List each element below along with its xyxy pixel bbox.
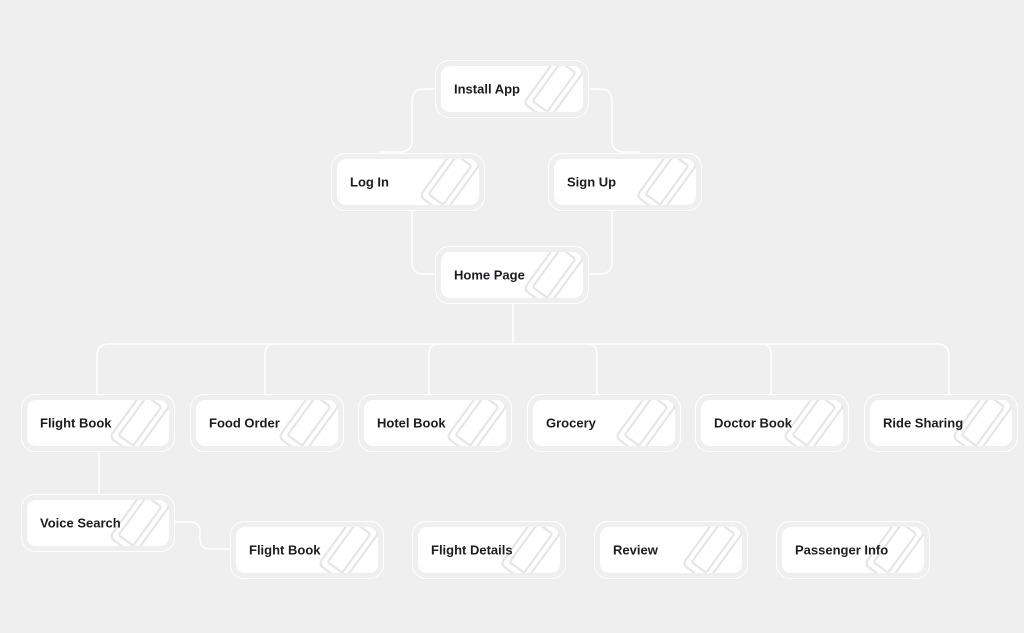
node-label: Flight Details: [431, 542, 513, 558]
node-grocery[interactable]: Grocery: [527, 394, 681, 452]
node-flight-details[interactable]: Flight Details: [412, 521, 566, 579]
node-body: Flight Details: [418, 527, 560, 573]
phone-outline-icon: [420, 159, 479, 205]
node-passenger-info[interactable]: Passenger Info: [776, 521, 930, 579]
node-label: Flight Book: [40, 415, 112, 431]
node-body: Hotel Book: [364, 400, 506, 446]
phone-outline-icon: [524, 66, 583, 112]
node-body: Flight Book: [236, 527, 378, 573]
phone-outline-icon: [501, 527, 560, 573]
node-body: Install App: [441, 66, 583, 112]
node-hotel-book[interactable]: Hotel Book: [358, 394, 512, 452]
phone-outline-icon: [447, 400, 506, 446]
phone-outline-icon: [683, 527, 742, 573]
connector-to-grocery: [586, 343, 598, 394]
node-body: Ride Sharing: [870, 400, 1012, 446]
node-label: Home Page: [454, 267, 525, 283]
node-ride-sharing[interactable]: Ride Sharing: [864, 394, 1018, 452]
node-review[interactable]: Review: [594, 521, 748, 579]
phone-outline-icon: [953, 400, 1012, 446]
node-body: Home Page: [441, 252, 583, 298]
connector-login-home: [411, 210, 436, 275]
node-home-page[interactable]: Home Page: [435, 246, 589, 304]
node-label: Flight Book: [249, 542, 321, 558]
phone-outline-icon: [784, 400, 843, 446]
connector-to-doctor-book: [760, 343, 772, 394]
phone-outline-icon: [524, 252, 583, 298]
phone-outline-icon: [279, 400, 338, 446]
node-body: Review: [600, 527, 742, 573]
connector-row-bus: [96, 343, 950, 394]
phone-outline-icon: [110, 400, 169, 446]
phone-outline-icon: [110, 500, 169, 546]
node-body: Grocery: [533, 400, 675, 446]
phone-outline-icon: [865, 527, 924, 573]
node-body: Voice Search: [27, 500, 169, 546]
node-label: Food Order: [209, 415, 280, 431]
node-body: Food Order: [196, 400, 338, 446]
node-log-in[interactable]: Log In: [331, 153, 485, 211]
node-label: Grocery: [546, 415, 596, 431]
phone-outline-icon: [637, 159, 696, 205]
node-body: Log In: [337, 159, 479, 205]
node-body: Sign Up: [554, 159, 696, 205]
node-label: Ride Sharing: [883, 415, 964, 431]
node-install-app[interactable]: Install App: [435, 60, 589, 118]
connector-install-login: [380, 88, 436, 153]
connector-voice-flightbook2: [173, 521, 231, 550]
node-label: Install App: [454, 81, 520, 97]
node-body: Passenger Info: [782, 527, 924, 573]
node-label: Log In: [350, 174, 389, 190]
connector-to-hotel-book: [428, 343, 440, 394]
node-label: Passenger Info: [795, 542, 889, 558]
node-label: Hotel Book: [377, 415, 446, 431]
node-label: Sign Up: [567, 174, 617, 190]
node-label: Review: [613, 542, 658, 558]
node-flight-book[interactable]: Flight Book: [21, 394, 175, 452]
node-body: Doctor Book: [701, 400, 843, 446]
node-label: Voice Search: [40, 515, 121, 531]
node-food-order[interactable]: Food Order: [190, 394, 344, 452]
phone-outline-icon: [616, 400, 675, 446]
connector-to-food-order: [264, 343, 276, 394]
node-flight-book-2[interactable]: Flight Book: [230, 521, 384, 579]
node-body: Flight Book: [27, 400, 169, 446]
node-label: Doctor Book: [714, 415, 792, 431]
node-sign-up[interactable]: Sign Up: [548, 153, 702, 211]
connector-signup-home: [590, 210, 613, 275]
node-voice-search[interactable]: Voice Search: [21, 494, 175, 552]
node-doctor-book[interactable]: Doctor Book: [695, 394, 849, 452]
connector-install-signup: [590, 88, 640, 153]
phone-outline-icon: [319, 527, 378, 573]
